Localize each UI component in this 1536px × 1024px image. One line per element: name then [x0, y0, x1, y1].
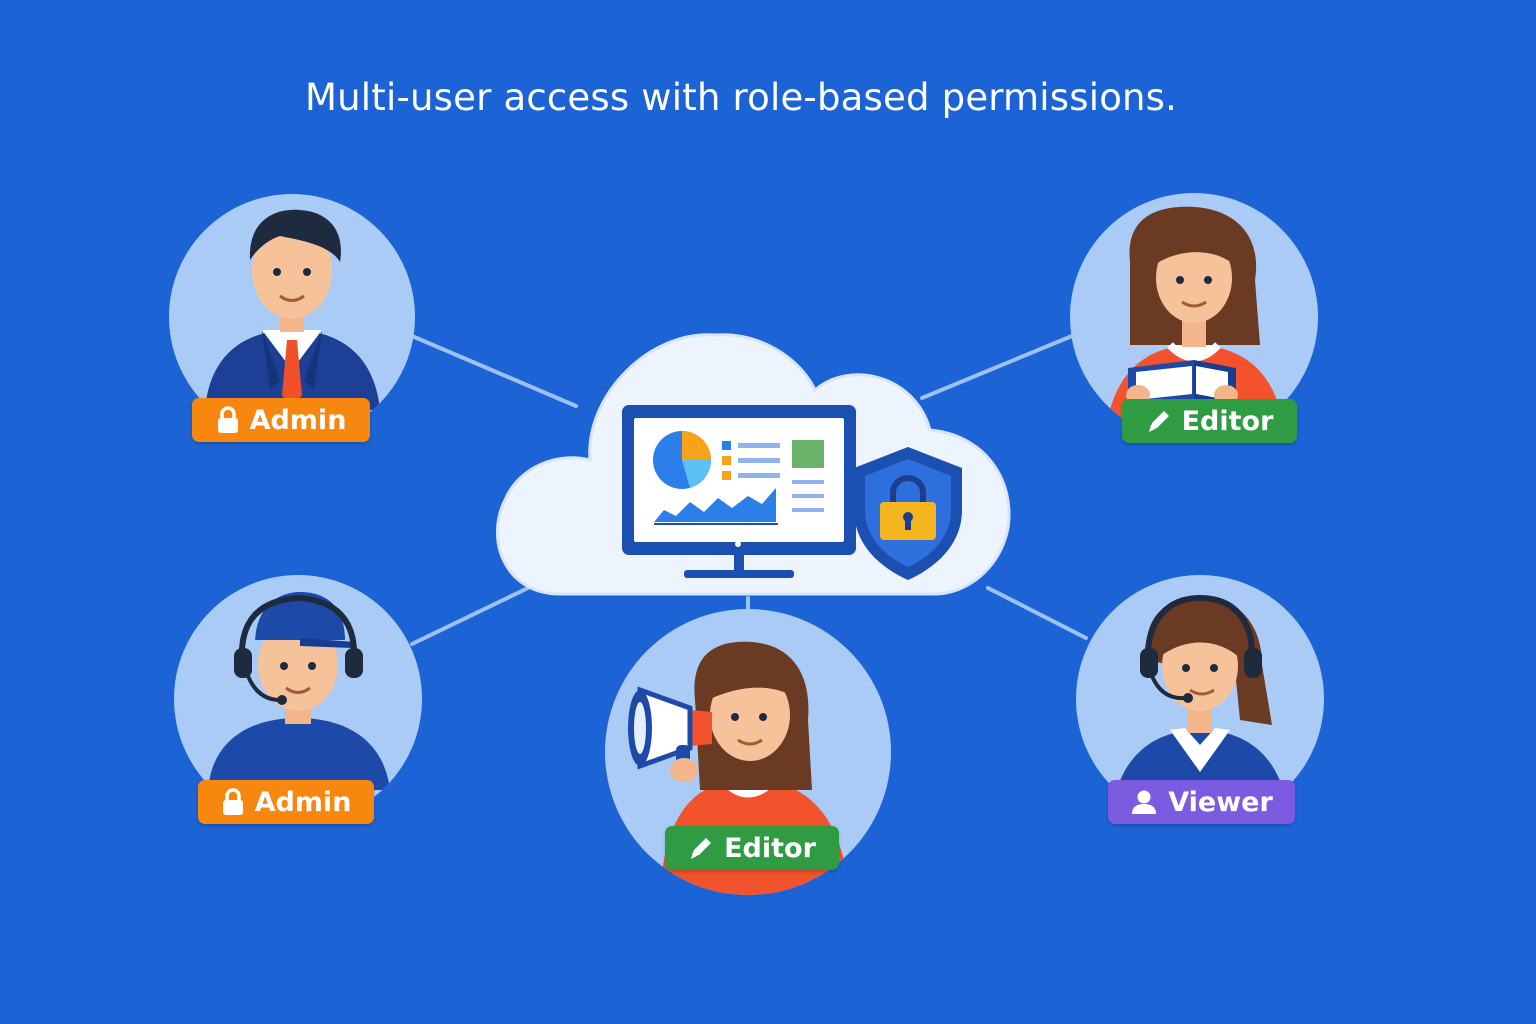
lock-icon — [222, 788, 243, 815]
connector-bottom-right — [986, 586, 1088, 640]
pencil-icon — [1148, 411, 1169, 432]
role-badge-viewer-bottom-right: Viewer — [1108, 780, 1295, 824]
role-label: Editor — [1181, 405, 1274, 437]
shield-lock-icon — [854, 447, 962, 580]
page-title: Multi-user access with role-based permis… — [305, 76, 1178, 119]
role-label: Editor — [724, 832, 816, 864]
connector-top-right — [920, 334, 1074, 400]
marketer-avatar — [605, 609, 891, 895]
role-badge-editor-bottom-center: Editor — [665, 826, 839, 870]
role-label: Admin — [254, 786, 352, 818]
connector-bottom-left — [410, 586, 530, 646]
role-badge-admin-bottom-left: Admin — [198, 780, 374, 824]
cloud-dashboard-icon — [495, 333, 1011, 596]
role-label: Admin — [249, 404, 347, 436]
businessman-avatar — [169, 194, 415, 440]
role-label: Viewer — [1168, 786, 1273, 818]
connector-lines — [410, 334, 1088, 646]
support-agent-avatar — [174, 575, 422, 823]
user-icon — [1132, 790, 1157, 814]
connector-top-left — [410, 334, 578, 408]
role-badge-editor-top-right: Editor — [1122, 399, 1297, 443]
pencil-icon — [691, 838, 712, 859]
role-badge-admin-top-left: Admin — [192, 398, 370, 442]
lock-icon — [217, 406, 238, 433]
